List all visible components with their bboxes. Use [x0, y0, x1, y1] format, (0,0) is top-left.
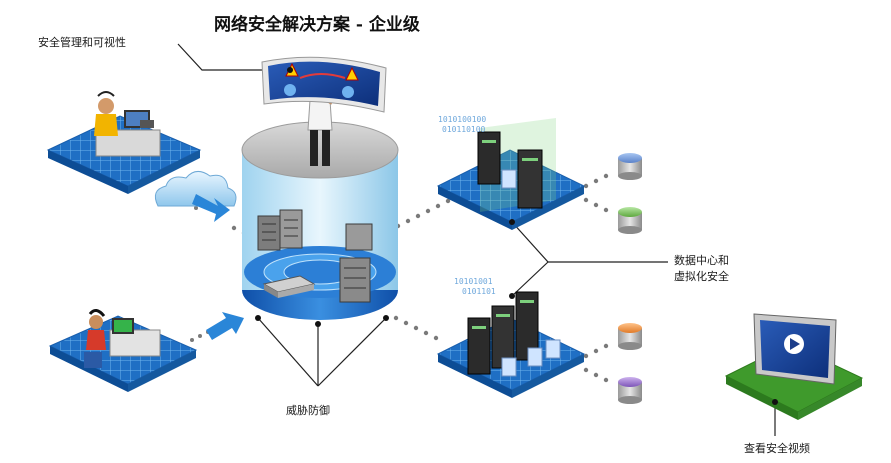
arrow-icon — [192, 194, 230, 222]
binary-stream-decoration: 0101101 — [462, 287, 496, 296]
view-video-link[interactable]: 查看安全视频 — [744, 442, 810, 455]
datacenter-platform-top: 1010100100 010110100 — [436, 115, 586, 230]
globe-icon — [342, 86, 354, 98]
connector-node — [509, 219, 515, 225]
page-title: 网络安全解决方案 - 企业级 — [214, 15, 420, 35]
storage-disk-orange — [618, 323, 642, 350]
globe-icon — [284, 84, 296, 96]
threat-leader-line-1 — [257, 317, 319, 387]
connector-node — [315, 321, 321, 327]
connector-node — [772, 399, 778, 405]
storage-disk-purple — [618, 377, 642, 404]
dots-to-storage-top — [583, 173, 609, 213]
binary-stream-decoration: 1010100100 — [438, 115, 486, 124]
datacenter-label-line1: 数据中心和 — [674, 254, 729, 267]
security-core-cylinder — [241, 81, 399, 320]
threat-leader-line-3 — [317, 317, 387, 387]
dashboard-screens — [261, 56, 387, 113]
datacenter-leader-line — [511, 221, 549, 297]
connector-node — [509, 293, 515, 299]
server-rack-icon — [339, 223, 373, 303]
warning-icon — [345, 66, 359, 81]
server-rack-icon — [257, 209, 303, 251]
operator-workstation-platform — [48, 309, 198, 392]
connector-node — [255, 315, 261, 321]
arrow-icon — [206, 312, 244, 340]
cloud-icon — [154, 171, 237, 222]
datacenter-platform-bottom: 10101001 0101101 — [436, 277, 586, 398]
storage-disk-blue — [618, 153, 642, 180]
server-rack-icon — [477, 131, 543, 209]
operator-desk-platform — [46, 91, 202, 194]
connector-node — [287, 67, 293, 73]
dots-user-to-cylinder — [190, 330, 210, 342]
dots-to-server-platform-bottom — [393, 315, 439, 341]
connector-node — [383, 315, 389, 321]
dots-to-storage-bottom — [583, 343, 609, 383]
appliance-icon — [262, 275, 316, 298]
video-monitor[interactable] — [724, 313, 864, 420]
dots-to-server-platform-top — [395, 198, 451, 229]
mgmt-visibility-label: 安全管理和可视性 — [38, 36, 126, 49]
connector-lines — [177, 43, 776, 436]
binary-stream-decoration: 10101001 — [454, 277, 493, 286]
server-rack-icon — [467, 291, 561, 377]
mgmt-leader-line — [177, 43, 290, 71]
threat-defense-label: 威胁防御 — [286, 404, 330, 417]
binary-stream-decoration: 010110100 — [442, 125, 486, 134]
storage-disk-green — [618, 207, 642, 234]
datacenter-label-line2: 虚拟化安全 — [674, 270, 729, 283]
